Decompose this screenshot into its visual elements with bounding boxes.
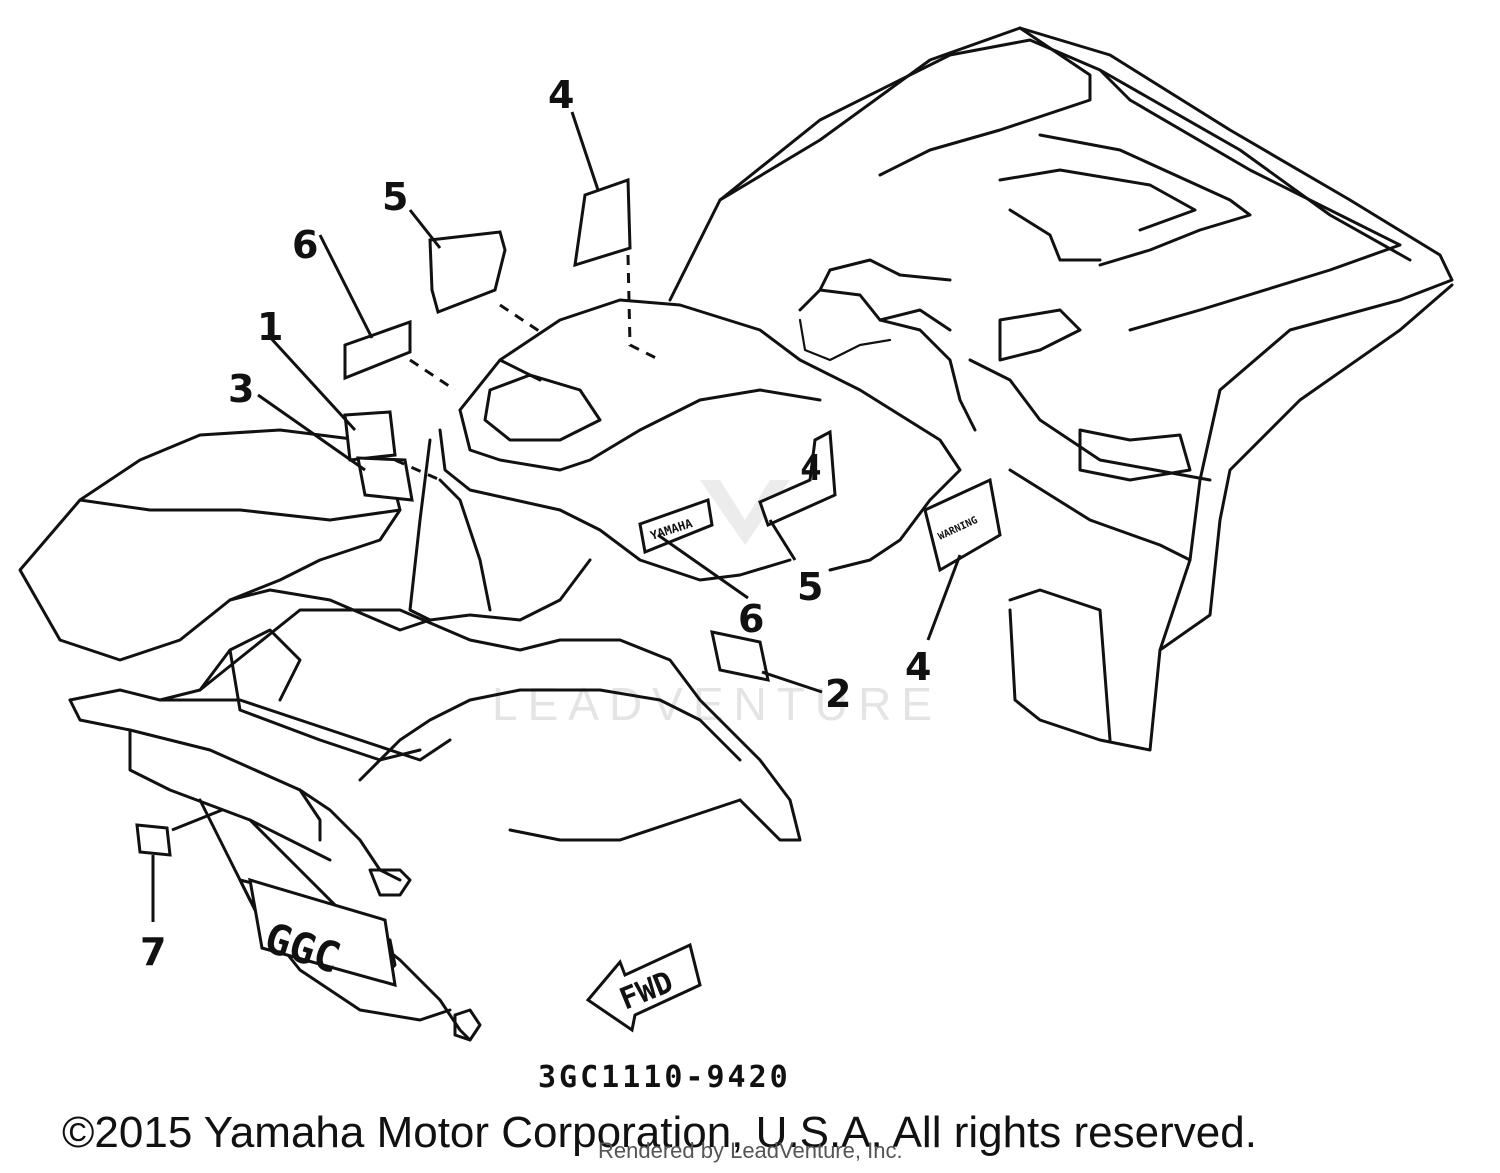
callout-6-top: 6 <box>292 223 318 267</box>
front-fender <box>408 298 962 622</box>
decal-3 <box>356 456 414 502</box>
decal-4-top <box>573 177 632 268</box>
model-decal-text: 4 <box>800 448 822 489</box>
rear-fender <box>668 26 1454 752</box>
warning-decal: WARNING <box>923 477 1002 573</box>
callout-5-top: 5 <box>382 175 408 219</box>
callout-7: 7 <box>140 930 166 974</box>
model-decal: 4 <box>758 429 837 528</box>
callout-4-right: 4 <box>905 645 931 689</box>
watermark: LEADVENTURE <box>492 480 942 730</box>
rendered-by-text: Rendered by LeadVenture, Inc. <box>598 1138 903 1163</box>
left-fender <box>18 428 432 662</box>
decal-6-top <box>343 319 412 381</box>
decal-7 <box>135 823 172 857</box>
leader-lines <box>151 111 962 922</box>
yamaha-decal: YAMAHA <box>638 497 714 555</box>
decal-1 <box>343 410 397 462</box>
callout-6-right: 6 <box>738 597 764 641</box>
callout-4-top: 4 <box>548 73 574 117</box>
license-plate: GGC <box>248 877 397 988</box>
callout-5-right: 5 <box>797 565 823 609</box>
callout-3: 3 <box>228 367 254 411</box>
part-number: 3GC1110-9420 <box>538 1060 791 1095</box>
fwd-arrow-icon: FWD <box>585 942 702 1033</box>
callout-2: 2 <box>825 672 851 716</box>
watermark-logo-icon <box>700 480 790 545</box>
callout-1: 1 <box>257 305 283 349</box>
seat-tank <box>798 258 977 432</box>
decal-5-top <box>428 230 507 314</box>
decal-2 <box>710 630 770 682</box>
watermark-text: LEADVENTURE <box>492 678 942 730</box>
copyright-text: ©2015 Yamaha Motor Corporation, U.S.A. A… <box>62 1108 1257 1157</box>
